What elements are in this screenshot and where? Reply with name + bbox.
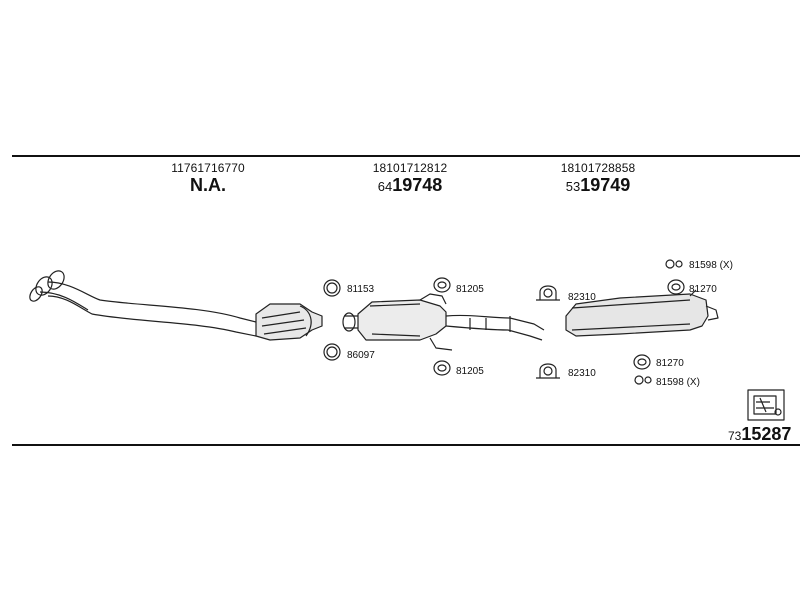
hanger-81270-top [667, 279, 685, 295]
oem-number-3: 18101728858 [560, 161, 636, 175]
rear-silencer [565, 289, 719, 337]
hanger-81270-bottom [633, 354, 651, 370]
reference-prefix: 73 [728, 429, 742, 443]
part-label-82310-bottom: 82310 [568, 368, 596, 379]
part-label-82310-top: 82310 [568, 292, 596, 303]
oem-number-2: 18101712812 [372, 161, 448, 175]
middle-silencer-assembly [342, 293, 545, 351]
part-label-81205-top: 81205 [456, 284, 484, 295]
part-label-81270-bottom: 81270 [656, 358, 684, 369]
bottom-rule [12, 444, 800, 446]
reference-code: 15287 [741, 424, 792, 444]
reference-pictogram-icon [747, 389, 785, 421]
top-rule [12, 155, 800, 157]
clamp-82310-top [536, 285, 560, 301]
part-label-86097: 86097 [347, 350, 375, 361]
nut-81598-top [665, 259, 683, 269]
code-19749: 5319749 [518, 175, 678, 196]
part-label-81270-top: 81270 [689, 284, 717, 295]
code-prefix: 64 [377, 179, 393, 194]
code-19748: 6419748 [330, 175, 490, 196]
nut-81598-bottom [634, 375, 652, 385]
code-main: 19749 [580, 175, 631, 195]
oem-number-1: 11761716770 [171, 161, 245, 175]
catalytic-converter [255, 303, 323, 341]
clamp-82310-bottom [536, 363, 560, 379]
hanger-81205-bottom [433, 360, 451, 376]
code-prefix: 53 [565, 179, 581, 194]
part-label-81598-top: 81598 (X) [689, 260, 733, 271]
part-label-81205-bottom: 81205 [456, 366, 484, 377]
part-label-81598-bottom: 81598 (X) [656, 377, 700, 388]
hanger-81205-top [433, 277, 451, 293]
reference-number: 7315287 [728, 424, 791, 445]
ring-81153 [323, 279, 341, 297]
code-main: 19748 [392, 175, 443, 195]
ring-86097 [323, 343, 341, 361]
part-label-81153: 81153 [347, 284, 375, 295]
front-pipe [29, 270, 257, 337]
code-na: N.A. [190, 175, 226, 195]
